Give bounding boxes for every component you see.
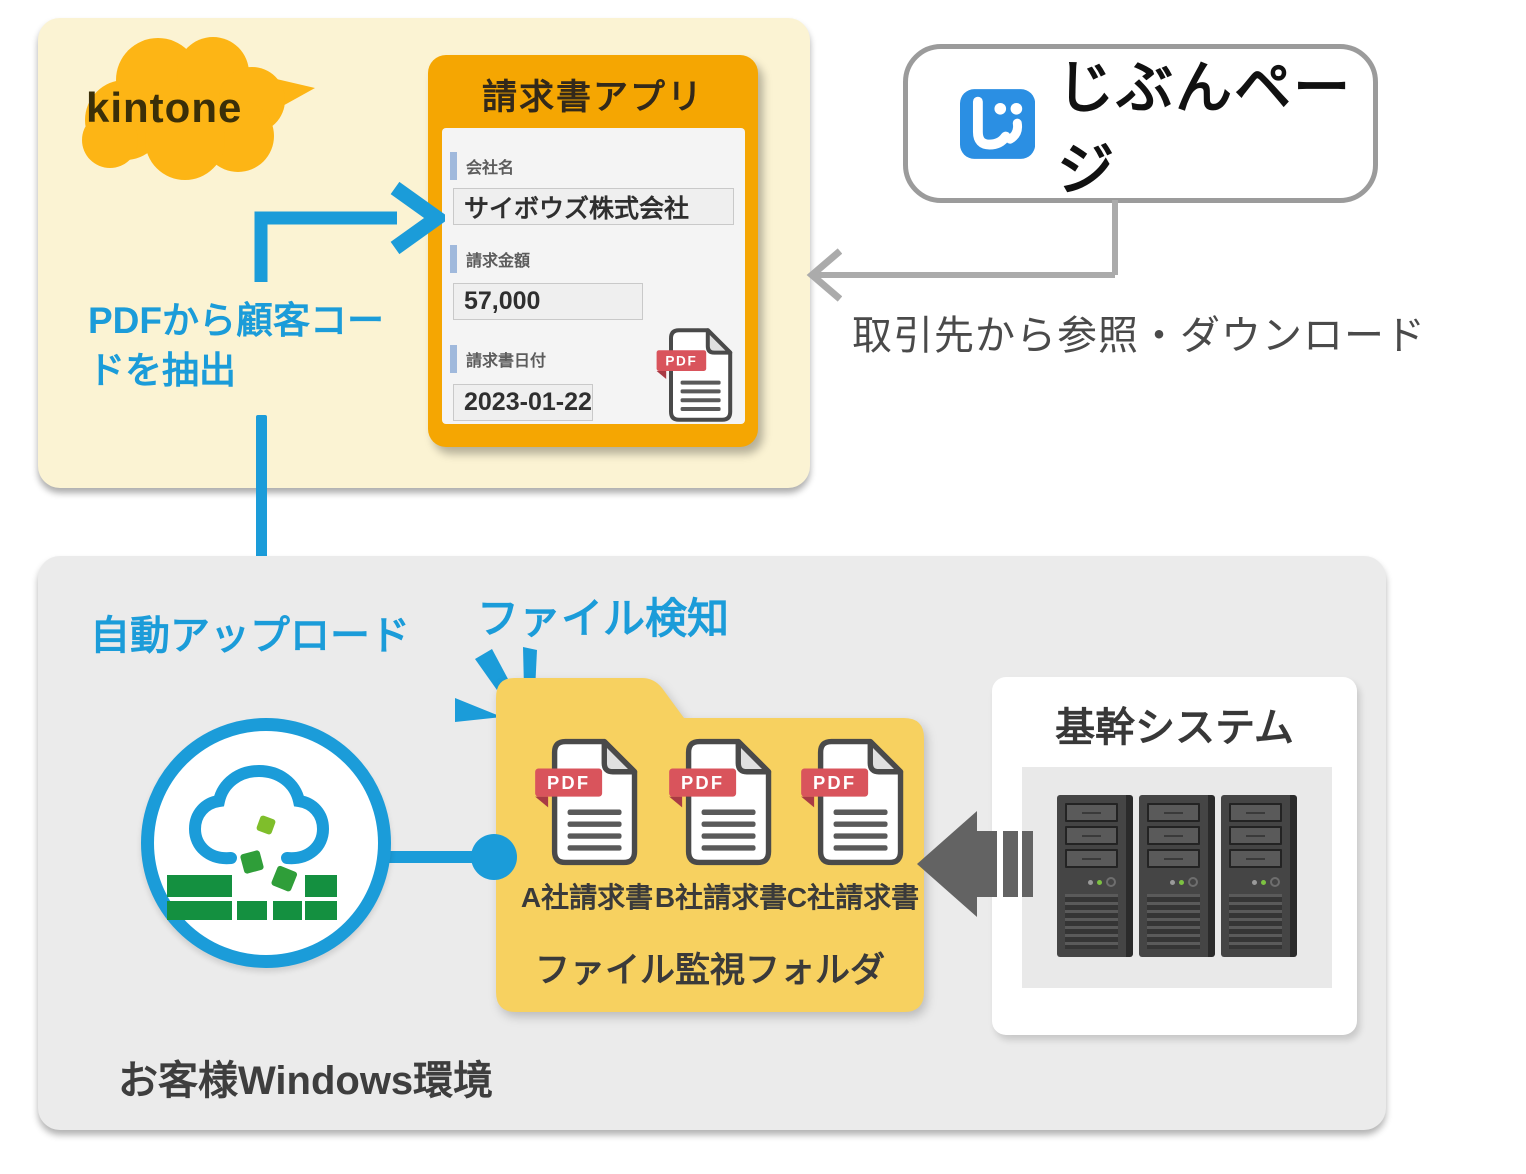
file-name-b: B社請求書 bbox=[654, 882, 788, 913]
field-label-text: 請求書日付 bbox=[466, 353, 547, 370]
field-label-bar bbox=[450, 345, 457, 373]
file-name-c: C社請求書 bbox=[786, 882, 920, 913]
field-label-date: 請求書日付 bbox=[450, 345, 546, 373]
server-tower bbox=[1221, 795, 1297, 957]
file-detect-caption: ファイル検知 bbox=[477, 595, 730, 642]
field-label-bar bbox=[450, 152, 457, 180]
pdf-file-icon: PDF bbox=[656, 328, 733, 422]
invoice-app-card: 請求書アプリ 会社名 サイボウズ株式会社 請求金額 57,000 請求書日付 2… bbox=[428, 55, 758, 447]
connector-arrowhead-icon bbox=[806, 248, 842, 302]
connector-horizontal bbox=[815, 272, 1115, 278]
extract-caption-line1: PDFから顧客コー bbox=[88, 300, 384, 341]
jibun-page-icon bbox=[960, 88, 1036, 159]
pdf-file-icon: PDF bbox=[801, 738, 904, 866]
invoice-app-title: 請求書アプリ bbox=[481, 78, 704, 117]
field-label-text: 会社名 bbox=[466, 160, 515, 177]
jibun-page-logo-text: じぶんページ bbox=[1057, 55, 1353, 202]
field-label-text: 請求金額 bbox=[466, 253, 531, 270]
connector-dot bbox=[471, 834, 517, 880]
invoice-date-field: 2023-01-22 bbox=[453, 384, 593, 421]
kintone-logo-text: kintone bbox=[86, 84, 243, 131]
server-tower bbox=[1057, 795, 1133, 957]
file-name-a: A社請求書 bbox=[520, 882, 654, 913]
extract-caption-line2: ドを抽出 bbox=[88, 349, 236, 391]
download-caption: 取引先から参照・ダウンロード bbox=[852, 314, 1426, 358]
invoice-form-panel: 会社名 サイボウズ株式会社 請求金額 57,000 請求書日付 2023-01-… bbox=[442, 128, 745, 424]
server-tower bbox=[1139, 795, 1215, 957]
field-label-bar bbox=[450, 245, 457, 273]
upload-connector-line bbox=[386, 851, 498, 863]
jibun-page-box: じぶんページ bbox=[903, 44, 1378, 203]
field-label-amount: 請求金額 bbox=[450, 245, 530, 273]
server-rack-image bbox=[1022, 767, 1332, 988]
core-system-card: 基幹システム bbox=[992, 677, 1357, 1035]
pdf-badge-label: PDF bbox=[665, 353, 697, 368]
cloud-upload-icon bbox=[167, 764, 337, 920]
company-name-field: サイボウズ株式会社 bbox=[453, 188, 734, 225]
field-label-company: 会社名 bbox=[450, 152, 514, 180]
pdf-badge-label: PDF bbox=[681, 772, 724, 793]
uploader-badge bbox=[141, 718, 391, 968]
pdf-badge-label: PDF bbox=[547, 772, 590, 793]
extract-caption: PDFから顧客コー ドを抽出 bbox=[88, 296, 384, 396]
flow-line-segment bbox=[256, 415, 267, 582]
invoice-amount-field: 57,000 bbox=[453, 283, 643, 320]
transfer-arrow-icon bbox=[917, 811, 1033, 917]
extract-arrow-icon bbox=[254, 181, 445, 282]
pdf-file-icon: PDF bbox=[535, 738, 638, 866]
pdf-file-icon: PDF bbox=[669, 738, 772, 866]
pdf-badge-label: PDF bbox=[813, 772, 856, 793]
core-system-title: 基幹システム bbox=[1055, 706, 1294, 750]
windows-env-title: お客様Windows環境 bbox=[118, 1059, 494, 1103]
connector-vertical bbox=[1112, 200, 1118, 275]
kintone-cloud-icon bbox=[82, 37, 315, 180]
watch-folder-title: ファイル監視フォルダ bbox=[534, 951, 885, 990]
auto-upload-caption: 自動アップロード bbox=[90, 614, 410, 658]
